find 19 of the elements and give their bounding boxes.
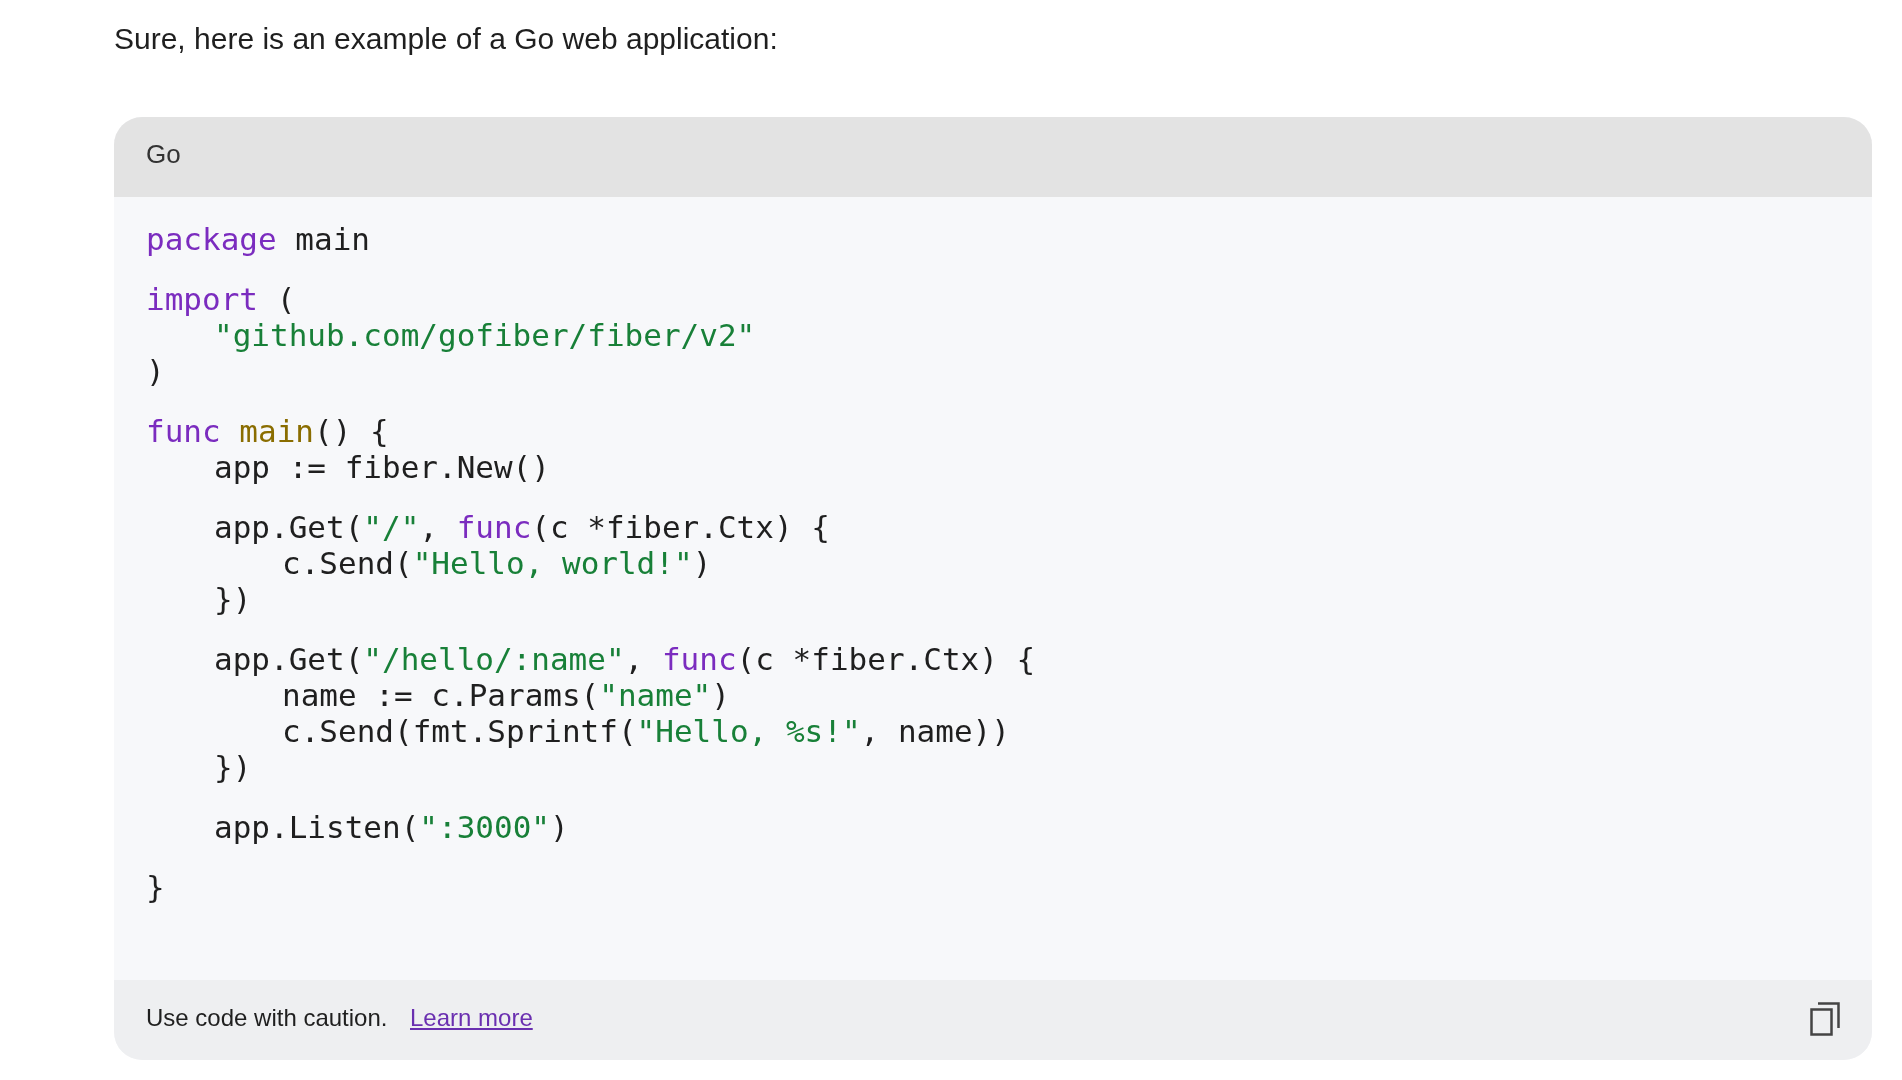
code-line: c.Send("Hello, world!") (282, 545, 712, 581)
code-line: }) (214, 749, 252, 785)
code-line: app.Get("/hello/:name", func(c *fiber.Ctx) { (214, 641, 1036, 677)
code-line: c.Send(fmt.Sprintf("Hello, %s!", name)) (282, 713, 1010, 749)
code-line: app.Listen(":3000") (214, 809, 569, 845)
code-line: name := c.Params("name") (282, 677, 730, 713)
learn-more-link: Learn more (410, 1004, 533, 1032)
code-line: app := fiber.New() (214, 449, 550, 485)
intro-text: Sure, here is an example of a Go web application: (114, 22, 778, 56)
language-label: Go (146, 139, 181, 170)
code-line: }) (214, 581, 252, 617)
code-line: ) (146, 353, 165, 389)
caution-text: Use code with caution. (146, 1004, 388, 1032)
code-line: "github.com/gofiber/fiber/v2" (214, 317, 756, 353)
code-line: app.Get("/", func(c *fiber.Ctx) { (214, 509, 830, 545)
code-line: package main (146, 221, 370, 257)
code-line: } (146, 869, 165, 905)
code-line: func main() { (146, 413, 389, 449)
code-line: import ( (146, 281, 296, 317)
